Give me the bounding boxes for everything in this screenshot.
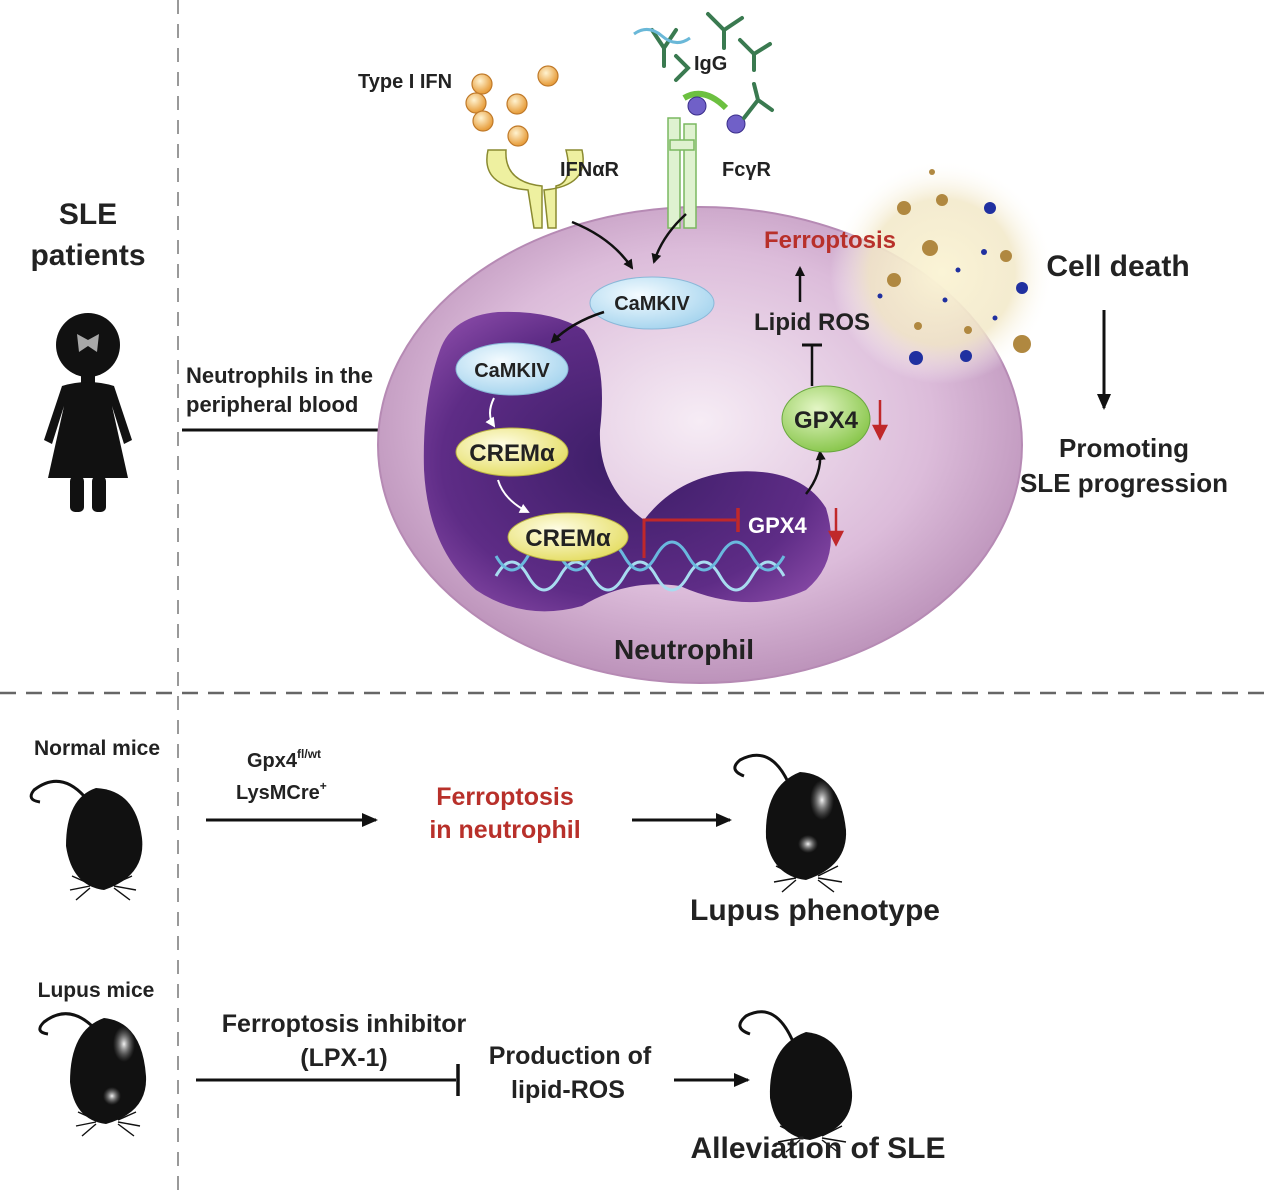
crem-label-2: CREMα	[525, 525, 611, 552]
neutrophil-label: Neutrophil	[614, 634, 754, 665]
ifnar-receptor-icon	[486, 149, 584, 229]
camkiv-membrane-bubble	[589, 276, 715, 330]
cell-death-label: Cell death	[1046, 250, 1189, 283]
gpx4-protein-label: GPX4	[794, 407, 859, 434]
crem-label-1: CREMα	[469, 440, 555, 467]
woman-silhouette-icon	[44, 313, 132, 512]
cell-death-burst	[830, 160, 1054, 384]
camkiv-nucleus-bubble	[455, 342, 569, 396]
ifnar-label: IFNαR	[560, 159, 620, 181]
gpx4-protein-down-arrow-icon	[871, 400, 889, 441]
dna-fragment-icon	[633, 28, 691, 44]
blood-label-line1: Neutrophils in the	[186, 363, 373, 388]
alleviation-label: Alleviation of SLE	[690, 1132, 945, 1165]
patients-label-line2: patients	[30, 239, 145, 272]
gpx4-gene-down-arrow-icon	[827, 508, 845, 547]
gpx4-protein-bubble	[781, 385, 871, 453]
camkiv-nucleus-label: CaMKIV	[474, 360, 550, 382]
ferroptosis-label: Ferroptosis	[764, 227, 896, 254]
gpx4-gene-to-protein-arrow	[805, 450, 826, 495]
ifnar-to-camkiv-arrow	[571, 220, 634, 270]
normal-mice-label: Normal mice	[34, 737, 160, 760]
crem-bubble-1	[455, 427, 569, 477]
ferroptosis-neutrophil-line1: Ferroptosis	[436, 783, 574, 811]
blood-label-line2: peripheral blood	[186, 392, 358, 417]
crem-to-crem-arrow	[497, 479, 530, 513]
lupus-phenotype-mouse-icon	[733, 753, 847, 893]
genotype-line1: Gpx4fl/wt	[247, 747, 321, 772]
production-line1: Production of	[489, 1042, 652, 1070]
inhibitor-line1: Ferroptosis inhibitor	[222, 1010, 467, 1038]
promoting-label-line1: Promoting	[1059, 433, 1189, 463]
ifn-molecules-icon	[465, 65, 559, 147]
igg-antibodies-icon	[650, 12, 772, 82]
camkiv-membrane-label: CaMKIV	[614, 293, 690, 315]
genotype-line2: LysMCre+	[236, 779, 327, 804]
fcgr-label: FcγR	[722, 159, 771, 181]
fcgr-receptor-icon	[667, 82, 774, 229]
promoting-label-line2: SLE progression	[1020, 468, 1228, 498]
lupus-mouse-icon	[38, 1012, 147, 1137]
crem-inhibits-gpx4-line	[642, 518, 736, 558]
ferroptosis-neutrophil-line2: in neutrophil	[429, 816, 580, 844]
production-line2: lipid-ROS	[511, 1076, 625, 1104]
lipid-ros-label: Lipid ROS	[754, 309, 870, 336]
lupus-mice-label: Lupus mice	[38, 979, 155, 1002]
alleviated-mouse-icon	[738, 1010, 853, 1153]
gpx4-gene-label: GPX4	[748, 513, 807, 538]
crem-bubble-2	[507, 512, 629, 562]
normal-mouse-icon	[29, 779, 143, 901]
igg-label: IgG	[694, 53, 727, 75]
camkiv-to-nucleus-arrow	[550, 310, 605, 344]
debris-particles	[877, 169, 1031, 365]
lupus-phenotype-label: Lupus phenotype	[690, 894, 940, 927]
inhibitor-line2: (LPX-1)	[300, 1044, 388, 1072]
patients-label-line1: SLE	[59, 198, 117, 231]
camkiv-to-crem-arrow	[485, 397, 496, 428]
type-i-ifn-label: Type I IFN	[358, 71, 452, 93]
fcgr-to-camkiv-arrow	[651, 213, 687, 264]
